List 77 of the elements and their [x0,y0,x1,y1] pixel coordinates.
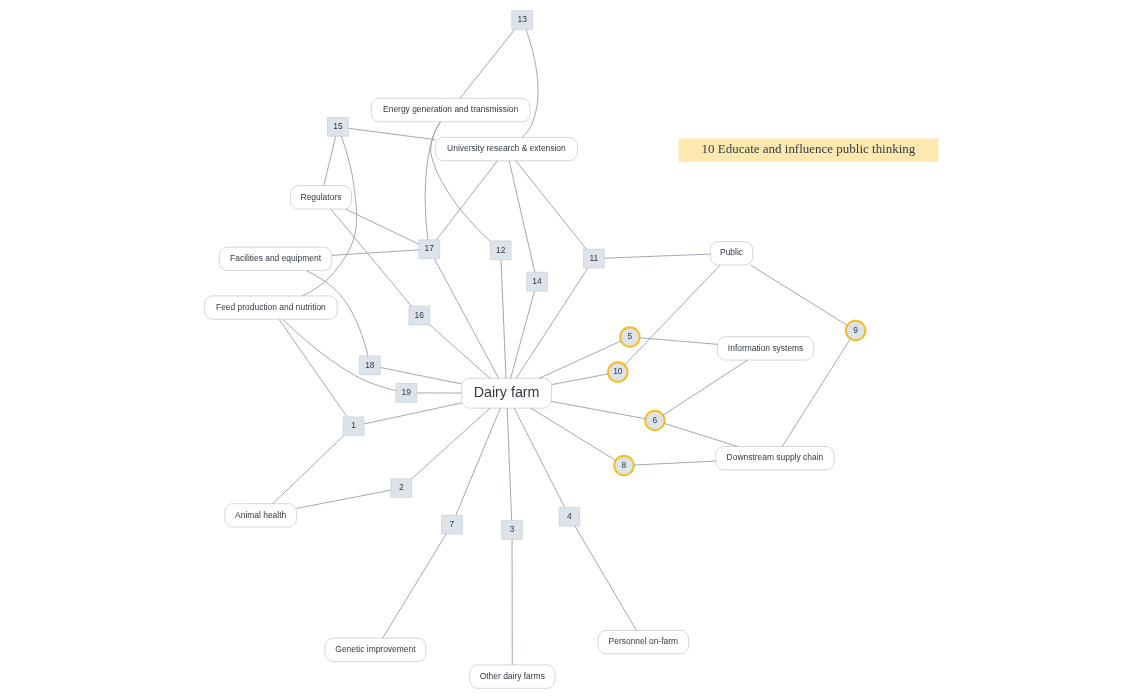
node-box: 7 [440,514,463,535]
connector [662,359,748,416]
connector [435,160,498,241]
connector [663,423,738,447]
node-box: 19 [395,383,417,403]
connector [749,264,848,326]
connector [322,136,336,186]
connector [344,208,419,245]
node-box: Facilities and equipment [218,246,332,271]
node-circle: 8 [612,454,635,477]
node-circle: 6 [643,409,666,432]
node-box: 13 [510,10,533,30]
node-box: 1 [342,416,364,436]
connector [506,407,512,521]
node-circle: 5 [618,326,641,348]
connector [511,539,513,666]
label: 10 Educate and influence public thinking [700,141,915,157]
connector [459,29,515,99]
node-box: 3 [500,520,523,540]
node-box: 16 [408,305,430,326]
node-box: Other dairy farms [468,664,555,689]
node-box: 18 [358,355,381,376]
connector [379,367,462,385]
node-box: 14 [525,271,548,292]
connector [272,435,344,504]
connector [363,402,462,425]
node-box: 17 [418,239,440,259]
connector [638,337,718,345]
connector [295,489,391,509]
node-box: Feed production and nutrition [203,295,337,320]
node-circle: 10 [606,361,629,383]
connector [410,407,490,480]
connector [632,460,716,466]
node-box: 12 [489,240,511,261]
node-box: Regulators [289,185,352,210]
connector [781,338,851,447]
node-box: Energy generation and transmission [370,98,530,123]
connector [530,407,616,461]
node-box: Genetic improvement [324,637,426,662]
connector [331,249,419,256]
node-box: Downstream supply chain [714,446,834,471]
connector [455,407,501,516]
connector [513,407,565,508]
node-box: 2 [390,478,412,498]
connector [509,290,535,379]
connector [278,319,347,417]
connector [428,324,490,379]
connector [574,525,637,631]
connector [347,127,436,141]
connector [514,160,587,250]
connector [429,121,491,242]
node-box: Personnel on-farm [597,630,689,655]
connector [329,208,412,307]
node-box: 11 [582,248,605,269]
connector [515,267,588,379]
connector [521,29,538,138]
connector [433,258,499,379]
node-box: Animal health [224,503,297,528]
node-circle: 9 [844,319,866,342]
connector [381,533,446,639]
connector [500,259,506,379]
connector [538,340,621,379]
node-box: 15 [326,117,349,137]
connector [301,135,357,297]
node-box: Dairy farm [460,377,552,409]
connector [415,392,462,394]
node-box: University research & extension [434,137,578,162]
node-box: Public [709,241,753,266]
connector [305,270,368,357]
connector [603,253,711,259]
node-box: Information systems [716,336,814,361]
connector [508,160,535,273]
connector [623,264,721,366]
connector [550,401,646,420]
node-box: 4 [558,506,580,527]
connector [281,319,396,391]
connector [550,373,609,386]
